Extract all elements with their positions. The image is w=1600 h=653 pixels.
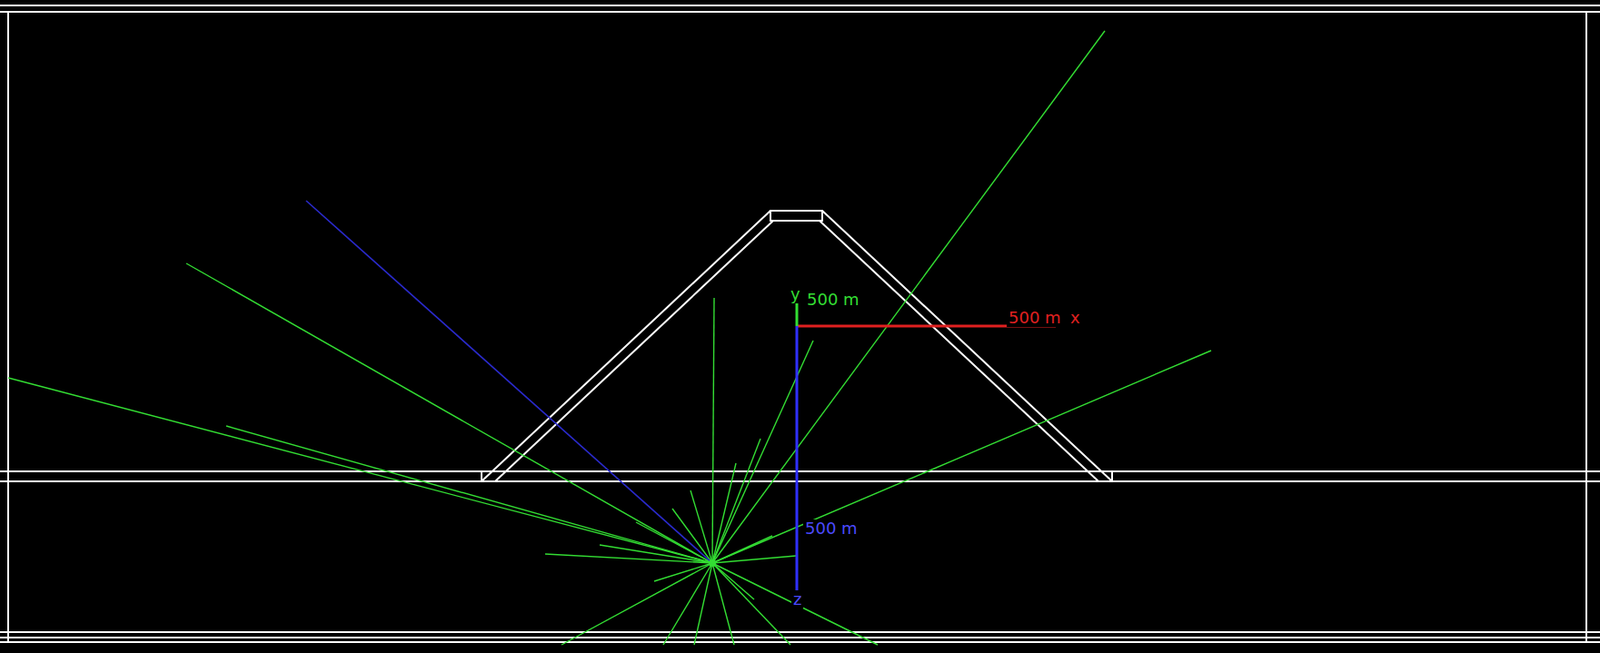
z-axis [795, 326, 799, 591]
geometry-outline [0, 5, 1600, 643]
axis-name: z [791, 590, 804, 609]
axis-length: 500 m [1006, 308, 1064, 328]
particle-tracks [8, 30, 1212, 646]
particle-track [306, 200, 713, 564]
axis-name: y [788, 285, 803, 304]
axis-length: 500 m [803, 519, 860, 538]
vertex [708, 559, 716, 567]
axis-name: x [1068, 308, 1083, 328]
axis-length: 500 m [804, 290, 862, 309]
